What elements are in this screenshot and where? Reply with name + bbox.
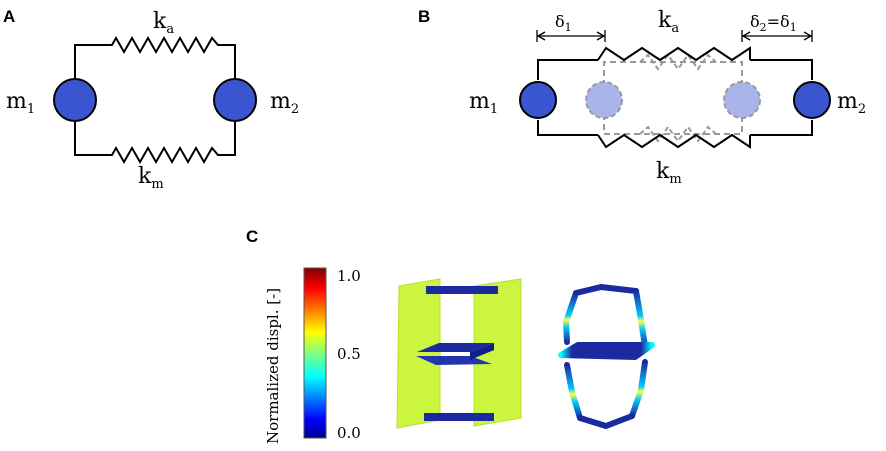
unit-cell-model-undeformed: [396, 278, 522, 429]
panel-b-undeformed-spring-bottom: [639, 125, 717, 143]
colorbar-gradient: [303, 267, 327, 439]
deformed-upper-left-strut: [563, 290, 579, 345]
colorbar-tick-min: 0.0: [337, 424, 361, 442]
panel-a-m2-label: m2: [270, 89, 299, 117]
panel-b-mass-1: [519, 81, 557, 119]
deformed-bottom-beam: [577, 413, 635, 429]
deformed-top-beam: [573, 284, 639, 296]
panel-c-label: C: [246, 227, 258, 246]
colorbar-tick-max: 1.0: [337, 267, 361, 285]
panel-b-top-wire: [537, 59, 813, 80]
panel-b-delta2-label: δ2=δ1: [750, 12, 797, 34]
model-top-beam: [426, 286, 498, 294]
panel-b-delta1-label: δ1: [555, 12, 572, 34]
deformed-middle-plate: [558, 342, 655, 360]
model-middle-beam-top: [417, 343, 494, 352]
panel-b-label: B: [418, 7, 430, 26]
panel-a-mass-2: [213, 78, 257, 122]
panel-b-ka-label: ka: [658, 8, 679, 36]
panel-b-undeformed-frame: [603, 61, 743, 135]
panel-b-mass-2: [793, 81, 831, 119]
panel-a-m1-label: m1: [6, 89, 35, 117]
panel-b-spring-bottom: [597, 133, 751, 149]
panel-a-mass-1: [53, 78, 97, 122]
model-middle-beam-side: [470, 343, 494, 360]
panel-a-spring-top: [107, 35, 225, 55]
panel-b-bottom-wire: [537, 120, 813, 136]
panel-a-label: A: [3, 7, 15, 26]
panel-a-top-wire: [74, 44, 236, 80]
panel-b-delta-left-arrow: [536, 30, 606, 42]
panel-b-delta-right-arrow: [741, 30, 813, 42]
model-left-panel: [396, 278, 441, 429]
panel-b: B δ1 δ2=δ1 ka k: [418, 7, 866, 187]
panel-c: C Normalized displ. [-] 1.0 0.5 0.0: [246, 227, 655, 444]
panel-b-spring-top: [597, 46, 751, 62]
panel-b-undeformed-spring-top: [639, 53, 717, 71]
panel-a: A ka km m1 m2: [3, 7, 299, 192]
model-right-panel: [473, 278, 522, 427]
panel-a-ka-label: ka: [153, 9, 174, 37]
colorbar-tick-mid: 0.5: [337, 345, 361, 363]
panel-a-bottom-wire: [74, 120, 236, 156]
deformed-lower-left-strut: [564, 362, 583, 421]
deformed-upper-right-strut: [633, 288, 648, 349]
model-bottom-beam: [424, 413, 494, 421]
panel-b-km-label: km: [656, 159, 682, 187]
panel-b-m1-label: m1: [469, 89, 498, 117]
colorbar-title: Normalized displ. [-]: [264, 288, 282, 444]
panel-a-spring-bottom: [107, 145, 225, 165]
panel-a-km-label: km: [138, 164, 164, 192]
panel-b-mass-1-initial: [585, 81, 623, 119]
unit-cell-model-deformed: [558, 284, 655, 429]
deformed-lower-right-strut: [629, 359, 648, 419]
panel-b-mass-2-initial: [723, 81, 761, 119]
panel-b-m2-label: m2: [837, 89, 866, 117]
